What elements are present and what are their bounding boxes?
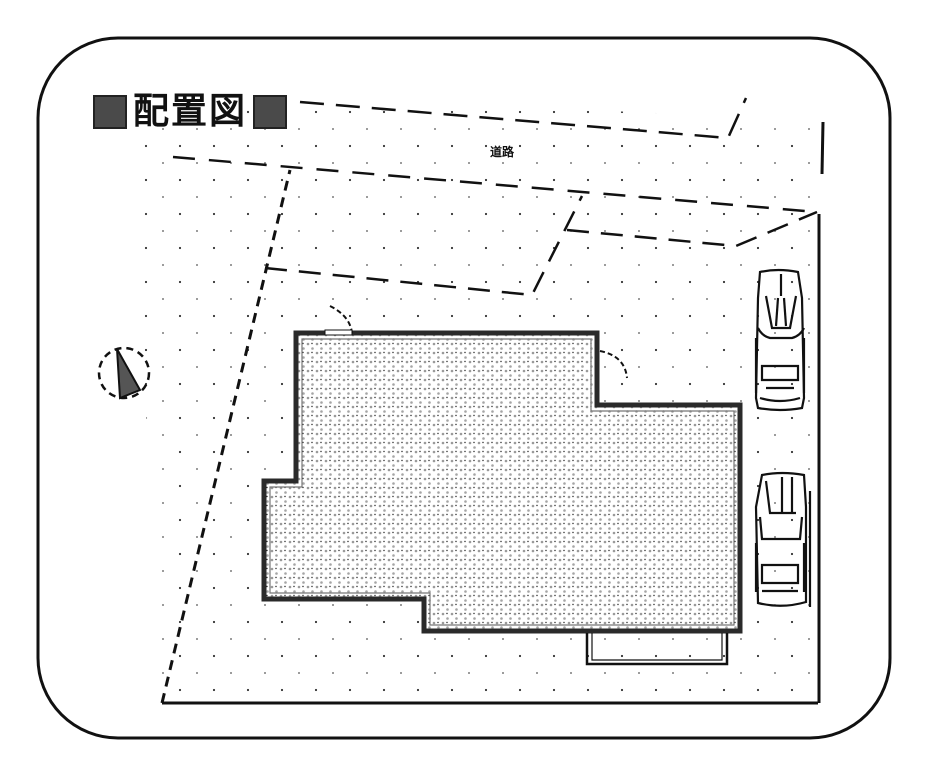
neighbor-lot-line-inner: [264, 195, 584, 297]
title-text: 配置図: [133, 91, 248, 132]
porch-outline: [585, 633, 729, 666]
site-right-boundary-upper: [820, 121, 825, 175]
drawing-title: 配置図: [93, 90, 288, 134]
outer-frame: [36, 36, 892, 740]
title-marker-left: [93, 95, 127, 129]
porch-inner: [591, 633, 723, 661]
door-opening-top: [324, 329, 353, 336]
neighbor-label: 道路: [490, 145, 515, 159]
door-swing-arc-side: [599, 350, 628, 379]
parked-car-icon: [754, 268, 806, 412]
building-inner-outline: [269, 338, 735, 626]
lot-line-left: [160, 169, 292, 704]
north-arrow-icon: [97, 346, 151, 400]
title-marker-right: [253, 95, 288, 129]
building-footprint: [261, 330, 743, 634]
parked-car-icon: [754, 471, 812, 607]
